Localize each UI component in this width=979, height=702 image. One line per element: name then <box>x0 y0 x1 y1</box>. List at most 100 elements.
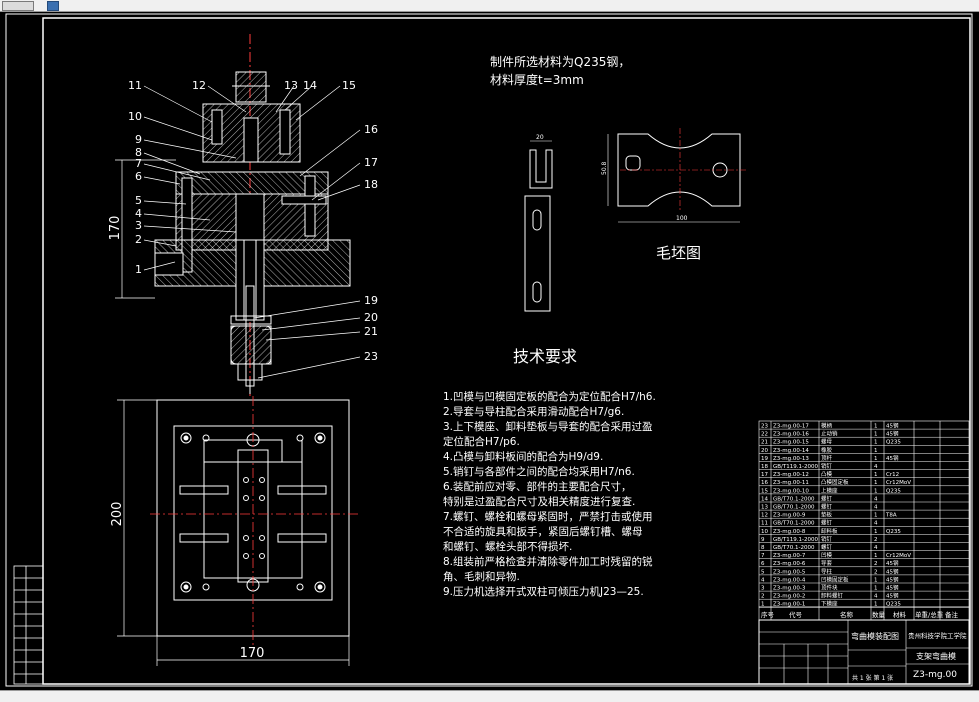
margin-sign-block <box>13 565 44 685</box>
parts-cell: Z3-mg.00-8 <box>773 529 806 535</box>
part-no: 12 <box>192 79 206 92</box>
school-name: 贵州科技学院工学院 <box>908 631 967 640</box>
cad-drawing: 11 10 9 8 7 6 5 4 3 2 1 12 13 14 15 16 1… <box>5 13 973 687</box>
parts-cell: 1 <box>761 602 765 608</box>
parts-cell: 2 <box>874 537 878 543</box>
part-numbers-right: 16 17 18 19 20 21 23 <box>364 123 378 363</box>
parts-cell: 19 <box>761 456 768 462</box>
parts-cell: 8 <box>761 545 765 551</box>
plan-dims <box>117 399 350 666</box>
part-no: 13 <box>284 79 298 92</box>
part-no: 2 <box>135 233 142 246</box>
part-no: 17 <box>364 156 378 169</box>
parts-cell: Z3-mg.00-15 <box>773 440 809 446</box>
parts-cell: Z3-mg.00-9 <box>773 513 806 519</box>
part-no: 10 <box>128 110 142 123</box>
parts-cell: GB/T70.1-2000 <box>773 545 815 551</box>
parts-cell: 橡胶 <box>821 446 833 454</box>
parts-cell: 9 <box>761 537 765 543</box>
tech-requirements-list: 1.凹模与凹模固定板的配合为定位配合H7/h6. 2.导套与导柱配合采用滑动配合… <box>443 390 656 598</box>
parts-cell: 14 <box>761 496 768 502</box>
parts-cell: 顶杆 <box>821 454 833 462</box>
part-side-view <box>524 140 553 312</box>
part-no: 7 <box>135 157 142 170</box>
header-cell: 材料 <box>893 610 907 619</box>
parts-cell: 销钉 <box>821 535 833 543</box>
dim-label: 200 <box>110 502 125 527</box>
front-section-view <box>154 34 351 396</box>
parts-cell: 1 <box>874 480 878 486</box>
parts-cell: 22 <box>761 432 768 438</box>
toolbar-app-icon[interactable] <box>47 1 59 11</box>
parts-cell: Z3-mg.00-16 <box>773 432 809 438</box>
parts-cell: 1 <box>874 513 878 519</box>
dim-height-170 <box>115 159 176 299</box>
part-no: 3 <box>135 219 142 232</box>
parts-cell: 导套 <box>821 559 833 567</box>
parts-cell: 4 <box>874 505 878 511</box>
parts-cell: 4 <box>874 521 878 527</box>
parts-cell: 模柄 <box>821 422 833 430</box>
parts-cell: 4 <box>874 496 878 502</box>
toolbar-button[interactable] <box>2 1 34 11</box>
parts-cell: Q235 <box>886 602 901 608</box>
header-cell: 备注 <box>945 610 959 619</box>
parts-cell: 凹模固定板 <box>821 575 849 583</box>
dim-label: 100 <box>676 215 688 222</box>
parts-cell: 45钢 <box>886 559 899 567</box>
part-numbers-top: 12 13 14 15 <box>192 79 356 92</box>
parts-cell: Z3-mg.00-14 <box>773 448 809 454</box>
parts-cell: 1 <box>874 488 878 494</box>
part-no: 5 <box>135 194 142 207</box>
parts-cell: 1 <box>874 456 878 462</box>
parts-cell: 5 <box>761 569 765 575</box>
requirement-line: 2.导套与导柱配合采用滑动配合H7/g6. <box>443 405 624 418</box>
parts-cell: 2 <box>874 561 878 567</box>
parts-cell: 4 <box>874 464 878 470</box>
parts-cell: 3 <box>761 586 765 592</box>
parts-cell: 13 <box>761 505 768 511</box>
parts-cell: 1 <box>874 448 878 454</box>
requirement-line: 3.上下模座、卸料垫板与导套的配合采用过盈 <box>443 420 653 433</box>
parts-cell: 23 <box>761 424 768 430</box>
parts-cell: Z3-mg.00-4 <box>773 577 806 583</box>
parts-cell: 15 <box>761 488 768 494</box>
parts-cell: 1 <box>874 586 878 592</box>
part-no: 19 <box>364 294 378 307</box>
parts-cell: 1 <box>874 424 878 430</box>
parts-cell: Z3-mg.00-13 <box>773 456 809 462</box>
parts-cell: 螺钉 <box>821 494 833 502</box>
parts-cell: 2 <box>874 569 878 575</box>
parts-cell: 45钢 <box>886 567 899 575</box>
thickness-note: 材料厚度t=3mm <box>490 72 584 87</box>
sheet-count: 共 1 张 第 1 张 <box>852 674 893 682</box>
parts-cell: 45钢 <box>886 575 899 583</box>
parts-cell: 卸料板 <box>821 527 838 535</box>
title-block <box>758 606 970 685</box>
dim-label: 50.8 <box>601 161 608 175</box>
parts-cell: 16 <box>761 480 768 486</box>
parts-cell: 45钢 <box>886 454 899 462</box>
parts-cell: 螺钉 <box>821 543 833 551</box>
parts-cell: 1 <box>874 529 878 535</box>
header-cell: 序号 <box>761 610 775 619</box>
parts-cell: 7 <box>761 553 765 559</box>
parts-cell: 下模座 <box>821 600 838 608</box>
parts-cell: 顶件块 <box>821 584 838 592</box>
leader-lines <box>143 85 361 379</box>
part-no: 21 <box>364 325 378 338</box>
sub-label: 支架弯曲模 <box>916 651 956 661</box>
parts-cell: 螺钉 <box>821 519 833 527</box>
requirement-line: 6.装配前应对零、部件的主要配合尺寸， <box>443 480 632 493</box>
parts-cell: 45钢 <box>886 592 899 600</box>
parts-cell: Q235 <box>886 529 901 535</box>
requirement-line: 不合适的旋具和扳手，紧固后螺钉槽、螺母 <box>443 525 643 538</box>
part-no: 4 <box>135 207 142 220</box>
parts-cell: 2 <box>761 594 765 600</box>
header-cell: 代号 <box>789 610 803 619</box>
parts-cell: GB/T70.1-2000 <box>773 496 815 502</box>
part-no: 6 <box>135 170 142 183</box>
parts-cell: Z3-mg.00-2 <box>773 594 805 600</box>
parts-cell: 4 <box>874 594 878 600</box>
requirement-line: 9.压力机选择开式双柱可倾压力机J23—25. <box>443 585 644 598</box>
